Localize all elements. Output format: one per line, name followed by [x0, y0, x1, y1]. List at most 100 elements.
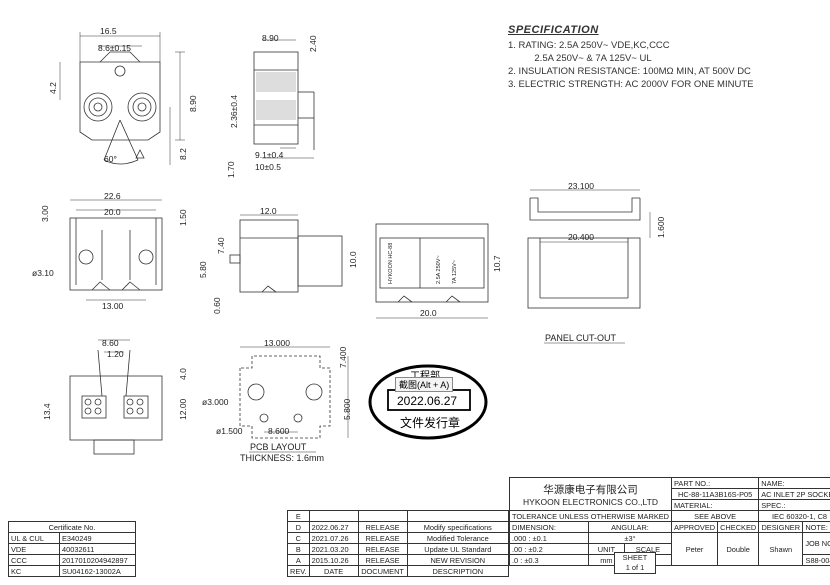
rev-cell: E: [287, 510, 310, 522]
certificate-header: Certificate No.: [8, 521, 136, 533]
company-cell: 华源康电子有限公司 HYKOON ELECTRONICS CO.,LTD: [508, 477, 673, 511]
cert-org: VDE: [8, 543, 60, 555]
rev-doc: RELEASE: [357, 554, 408, 566]
dim-3-000: ø3.000: [202, 397, 229, 407]
rev-desc: Update UL Standard: [406, 543, 510, 555]
material-label: MATERIAL:: [671, 499, 760, 511]
rev-date: 2015.10.26: [308, 554, 359, 566]
stamp-date: 2022.06.27: [397, 394, 457, 408]
front-view: [59, 32, 185, 165]
rev-doc: RELEASE: [357, 543, 408, 555]
dim-9-1: 9.1±0.4: [255, 150, 284, 160]
dim-7-400: 7.400: [338, 346, 348, 368]
dim-8-90-front: 8.90: [188, 95, 198, 112]
job-no: S88-0048: [802, 554, 830, 566]
note-label: NOTE:: [802, 521, 830, 533]
sheet-label: SHEET: [622, 553, 648, 562]
desc-header: DESCRIPTION: [406, 565, 510, 577]
cert-org: KC: [8, 565, 60, 577]
spec-line-2: 2.5A 250V~ & 7A 125V~ UL: [508, 53, 652, 64]
dim-13-000: 13.000: [264, 338, 290, 348]
dim-4-2: 4.2: [48, 82, 58, 94]
dim-20-400: 20.400: [568, 232, 594, 242]
pcb-layout-view: [239, 346, 349, 439]
stamp-text: 文件发行章: [400, 415, 460, 430]
rev-header: REV.: [287, 565, 310, 577]
checked-label: CHECKED: [717, 521, 760, 533]
dimension-label: DIMENSION:: [509, 521, 589, 533]
mark-ratings: 2.5A 250V~: [436, 255, 442, 284]
rev-desc: Modify specifications: [406, 521, 510, 533]
dim-20-0-rear: 20.0: [420, 308, 437, 318]
dim-8-90-side: 8.90: [262, 33, 279, 43]
dim-10: 10±0.5: [255, 162, 281, 172]
material: SEE ABOVE: [671, 510, 760, 522]
company-name-en: HYKOON ELECTRONICS CO.,LTD: [523, 496, 658, 507]
spec-line-4: 3. ELECTRIC STRENGTH: AC 2000V FOR ONE M…: [508, 79, 754, 90]
rev-date: 2022.06.27: [308, 521, 359, 533]
bottom-view: [69, 199, 163, 301]
approved: Peter: [671, 532, 719, 566]
mark-ul: 7A 125V~: [452, 260, 458, 284]
tol-1: .000 : ±0.1: [509, 532, 589, 544]
rev-doc: [357, 510, 408, 522]
spec: IEC 60320-1, C8: [758, 510, 830, 522]
cert-org: UL & CUL: [8, 532, 60, 544]
checked: Double: [717, 532, 760, 566]
cert-no: 40032611: [59, 543, 136, 555]
screenshot-tooltip: 截图(Alt + A): [395, 377, 454, 392]
terminal-view: [69, 339, 163, 455]
dim-10-0: 10.0: [348, 251, 358, 268]
rev-cell: C: [287, 532, 310, 544]
dim-10-7: 10.7: [492, 255, 502, 272]
date-header: DATE: [308, 565, 359, 577]
dim-1-50: 1.50: [178, 209, 188, 226]
dim-5-800: 5.800: [342, 398, 352, 420]
dim-12-00: 12.00: [178, 398, 188, 420]
dim-8-600: 8.600: [268, 426, 290, 436]
rev-doc: RELEASE: [357, 521, 408, 533]
specification-title: SPECIFICATION: [508, 24, 599, 36]
dim-1-500: ø1.500: [216, 426, 243, 436]
angular-value: ±3°: [587, 532, 673, 544]
rev-cell: A: [287, 554, 310, 566]
dim-7-40-side: 7.40: [216, 237, 226, 254]
dim-20-0: 20.0: [104, 207, 121, 217]
spec-line-3: 2. INSULATION RESISTANCE: 100MΩ MIN, AT …: [508, 66, 751, 77]
designer-label: DESIGNER: [758, 521, 804, 533]
dim-1-600: 1.600: [656, 216, 666, 238]
designer: Shawn: [758, 532, 804, 566]
dim-8-60: 8.60: [102, 338, 119, 348]
title-block: 华源康电子有限公司 HYKOON ELECTRONICS CO.,LTD PAR…: [508, 477, 830, 566]
dim-5-80-side: 5.80: [198, 261, 208, 278]
part-no-label: PART NO.:: [671, 477, 760, 489]
dim-0-60: 0.60: [212, 297, 222, 314]
dim-16-5: 16.5: [100, 26, 117, 36]
approved-label: APPROVED: [671, 521, 719, 533]
dim-13-4: 13.4: [42, 403, 52, 420]
dim-8-2: 8.2: [178, 148, 188, 160]
product-name: AC INLET 2P SOCKET: [758, 488, 830, 500]
name-label: NAME:: [758, 477, 830, 489]
dim-60deg: 60°: [104, 154, 117, 164]
sheet-box: SHEET 1 of 1: [614, 552, 656, 574]
tolerance-title: TOLERANCE UNLESS OTHERWISE MARKED: [508, 510, 673, 522]
rev-desc: Modified Tolerance: [406, 532, 510, 544]
spec-line-1: 1. RATING: 2.5A 250V~ VDE,KC,CCC: [508, 40, 670, 51]
dim-22-6: 22.6: [104, 191, 121, 201]
dim-12-0: 12.0: [260, 206, 277, 216]
rev-desc: [406, 510, 510, 522]
dim-3-00: 3.00: [40, 205, 50, 222]
dim-1-20: 1.20: [107, 349, 124, 359]
cert-no: SU04162-13002A: [59, 565, 136, 577]
tol-3: .0 : ±0.3: [509, 554, 589, 566]
rev-date: 2021.07.26: [308, 532, 359, 544]
dim-8-6: 8.6±0.15: [98, 43, 131, 53]
cert-no: E340249: [59, 532, 136, 544]
dim-13-00: 13.00: [102, 301, 124, 311]
dim-4-0: 4.0: [178, 368, 188, 380]
panel-cutout-label: PANEL CUT-OUT: [545, 333, 617, 343]
pcb-thickness: THICKNESS: 1.6mm: [240, 453, 324, 463]
